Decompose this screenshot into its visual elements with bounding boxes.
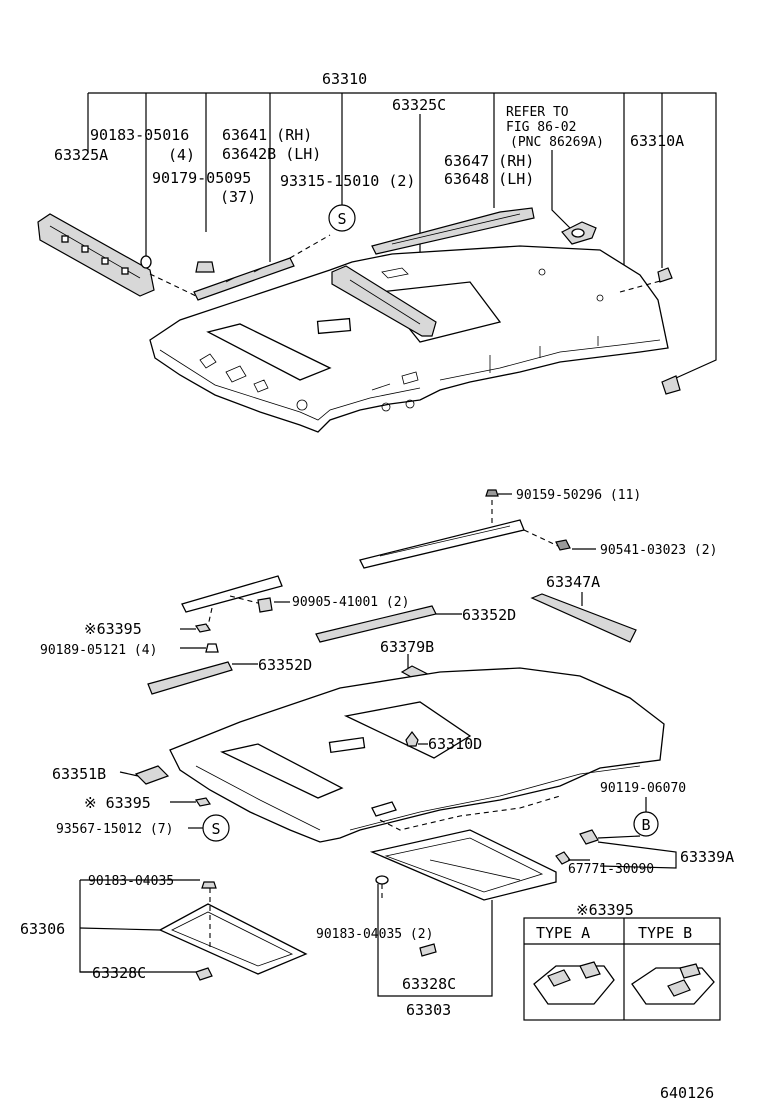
clip-63395-b [195, 797, 211, 807]
label-63352D-upper: 63352D [462, 606, 516, 624]
label-90179-qty: (37) [220, 188, 256, 206]
label-refer-pnc: (PNC 86269A) [510, 135, 604, 150]
label-90183-05016: 90183-05016 [90, 126, 189, 144]
label-63310D: 63310D [428, 735, 482, 753]
type-variant-box: ※63395 TYPE A TYPE B [523, 901, 721, 1021]
figure-number: 640126 [660, 1084, 714, 1102]
label-90119-06070: 90119-06070 [600, 781, 686, 796]
rail-63325A [37, 213, 155, 297]
label-90541-03023: 90541-03023 (2) [600, 543, 717, 558]
label-63325A: 63325A [54, 146, 108, 164]
label-63641: 63641 (RH) [222, 126, 312, 144]
strip-90905 [181, 575, 283, 613]
lower-panel-opening-center [343, 701, 472, 759]
strip-63347A [530, 593, 637, 643]
rail-63647 [371, 207, 535, 255]
lower-headliner-group: S B 90159 [20, 488, 734, 1019]
rail-63641 [193, 257, 295, 301]
clip-90541-03023 [555, 539, 571, 551]
clip-63395-a [195, 623, 211, 633]
pad-63351B [134, 765, 170, 785]
clip-90159-50296 [485, 489, 499, 497]
label-63647: 63647 (RH) [444, 152, 534, 170]
type-a-label: TYPE A [536, 924, 590, 942]
sunroof-trim-63306 [158, 903, 308, 975]
clip-90119-06070 [579, 829, 599, 845]
label-90189-05121: 90189-05121 (4) [40, 643, 157, 658]
label-refer-fig: FIG 86-02 [506, 120, 576, 135]
label-63642B: 63642B (LH) [222, 145, 321, 163]
label-63328C-a: 63328C [92, 964, 146, 982]
label-90159-50296: 90159-50296 (11) [516, 488, 641, 503]
clip-90905-41001 [257, 597, 273, 613]
label-90183-04035-a: 90183-04035 [88, 874, 174, 889]
sunshade-63303 [369, 829, 557, 901]
svg-text:S: S [211, 820, 220, 838]
label-90183-04035-b: 90183-04035 (2) [316, 927, 433, 942]
label-63347A: 63347A [546, 573, 600, 591]
label-63328C-b: 63328C [402, 975, 456, 993]
clip-63310D [405, 731, 419, 747]
lower-panel-opening-front [220, 743, 344, 799]
clip-63310A [657, 267, 673, 283]
label-63352D-lower: 63352D [258, 656, 312, 674]
label-63648: 63648 (LH) [444, 170, 534, 188]
label-93567-15012: 93567-15012 (7) [56, 822, 173, 837]
clip-63310-rear [661, 375, 681, 395]
s-mark-circle-lower: S [202, 814, 230, 842]
label-90179-05095: 90179-05095 [152, 169, 251, 187]
label-67771-30090: 67771-30090 [568, 862, 654, 877]
svg-text:B: B [641, 816, 650, 834]
type-b-label: TYPE B [638, 924, 692, 942]
headliner-panel-upper [149, 245, 669, 433]
label-63379B: 63379B [380, 638, 434, 656]
label-63306: 63306 [20, 920, 65, 938]
label-63395-b: ※ 63395 [84, 794, 151, 812]
clip-90183-05016 [140, 255, 152, 269]
label-63395-a: ※63395 [84, 620, 142, 638]
headliner-panel-lower [169, 667, 665, 843]
s-mark-circle-upper: S [328, 204, 356, 232]
svg-text:S: S [337, 210, 346, 228]
upper-headliner-group: S 63310 63325A 90183-05016 (4) 63641 (RH… [37, 70, 717, 433]
label-63310: 63310 [322, 70, 367, 88]
clip-90189-05121 [205, 643, 219, 653]
strip-63352D-lower [147, 661, 233, 695]
clip-90183-04035-b [375, 875, 389, 885]
type-box-title: ※63395 [576, 901, 634, 919]
clip-type-a-drawing [533, 965, 615, 1005]
strip-63352D-upper [315, 605, 437, 643]
label-63339A: 63339A [680, 848, 734, 866]
label-93315-15010: 93315-15010 (2) [280, 172, 415, 190]
label-90905-41001: 90905-41001 (2) [292, 595, 409, 610]
label-63325C: 63325C [392, 96, 446, 114]
clip-90179-05095 [195, 261, 215, 273]
label-63303: 63303 [406, 1001, 451, 1019]
label-63351B: 63351B [52, 765, 106, 783]
upper-panel-opening-rear [206, 323, 332, 381]
b-mark-circle: B [633, 811, 659, 837]
label-90183-05016-qty: (4) [168, 146, 195, 164]
strip-upper-lower [359, 519, 525, 569]
knob-63328C-b [419, 943, 437, 957]
label-refer-to: REFER TO [506, 105, 569, 120]
label-63310A: 63310A [630, 132, 684, 150]
knob-63328C-a [195, 967, 213, 981]
